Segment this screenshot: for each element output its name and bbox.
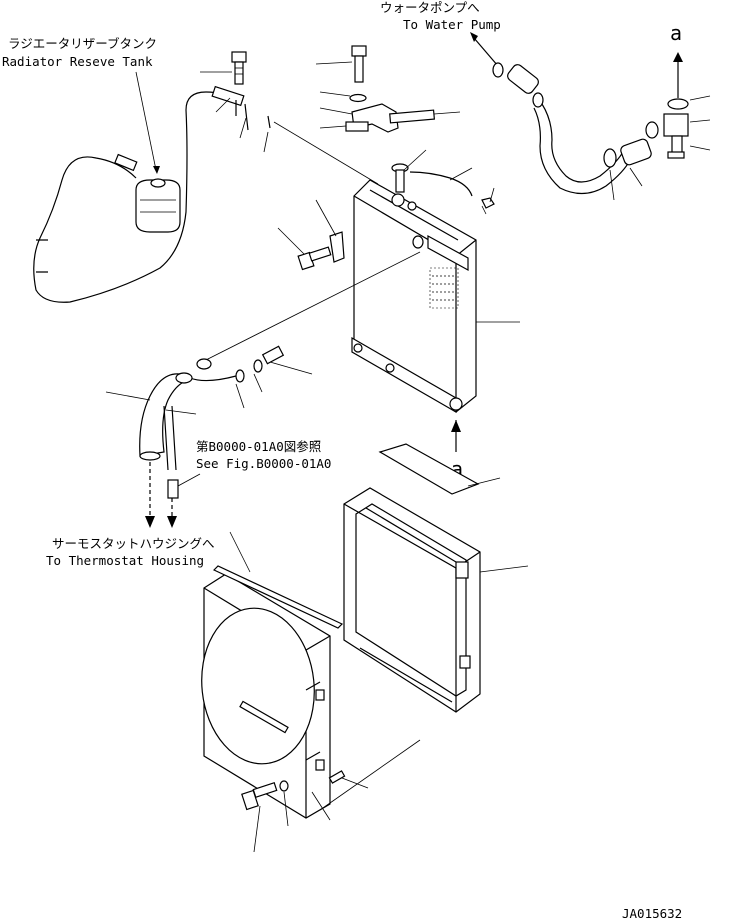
reserve-tank-label-jp: ラジエータリザーブタンク bbox=[8, 36, 157, 51]
radiator-cap bbox=[391, 149, 427, 193]
hose-connector bbox=[211, 85, 245, 107]
arrow-head-icon bbox=[153, 166, 160, 174]
water-pump-direction bbox=[473, 37, 499, 67]
hose-end bbox=[114, 153, 138, 172]
hose-segment bbox=[389, 109, 436, 124]
radiator bbox=[351, 179, 520, 414]
arrow-head-icon bbox=[673, 52, 683, 62]
clip-bottom bbox=[328, 770, 346, 784]
see-fig-label-en: See Fig.B0000-01A0 bbox=[196, 456, 331, 471]
bolt-top-middle bbox=[315, 45, 367, 83]
hose-clamp bbox=[196, 358, 212, 370]
radiator-frame bbox=[343, 487, 529, 713]
clip-small bbox=[481, 197, 495, 209]
washer bbox=[349, 93, 367, 103]
bolt-left bbox=[277, 227, 332, 271]
arrow-head-icon bbox=[470, 32, 478, 42]
water-pump-label-en: To Water Pump bbox=[403, 17, 501, 32]
hose-parts bbox=[235, 100, 271, 131]
water-pump-label-jp: ウォータポンプへ bbox=[380, 0, 480, 15]
bolt-bottom bbox=[241, 782, 278, 853]
elbow-fitting bbox=[663, 95, 711, 159]
shroud-seal bbox=[212, 565, 344, 629]
reserve-tank-leader bbox=[135, 71, 157, 171]
assembly-line bbox=[273, 121, 379, 185]
see-fig-label-jp: 第B0000-01A0図参照 bbox=[196, 439, 321, 454]
seal-strip bbox=[378, 443, 480, 495]
hose-small bbox=[189, 375, 237, 382]
drawing-id: JA015632 bbox=[622, 906, 682, 921]
lower-hose bbox=[105, 372, 197, 471]
washer-bottom bbox=[279, 780, 289, 792]
thermostat-label-jp: サーモスタットハウジングへ bbox=[52, 536, 215, 551]
hose-assembly-line bbox=[197, 251, 421, 365]
hose-fittings bbox=[235, 345, 313, 409]
bolt-top-left bbox=[200, 51, 247, 85]
overflow-hose bbox=[33, 91, 237, 303]
water-pump-hose-parts bbox=[492, 62, 659, 201]
drain-fitting bbox=[167, 479, 179, 499]
arrow-head-icon bbox=[451, 420, 461, 432]
reference-a-top: a bbox=[670, 21, 682, 45]
bracket-left bbox=[329, 231, 345, 263]
fan-shroud bbox=[201, 573, 331, 819]
clip bbox=[345, 121, 369, 132]
reserve-tank bbox=[135, 178, 181, 233]
reserve-tank-label-en: Radiator Reseve Tank bbox=[2, 54, 153, 69]
arrow-head-icon bbox=[145, 516, 155, 528]
thermostat-label-en: To Thermostat Housing bbox=[46, 553, 204, 568]
cap-hose bbox=[409, 171, 473, 197]
hose-clips bbox=[36, 239, 48, 273]
arrow-head-icon bbox=[167, 516, 177, 528]
radiator-core-grid bbox=[429, 267, 459, 309]
